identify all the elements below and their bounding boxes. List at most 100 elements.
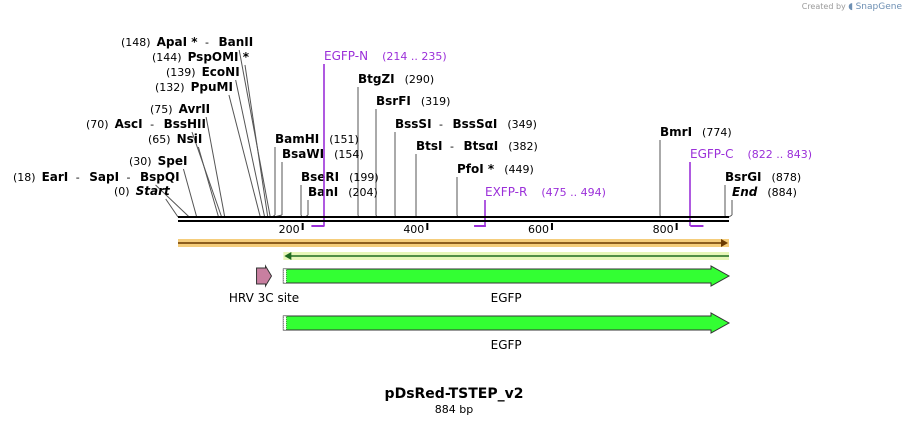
ruler-tick-label: 600 <box>528 223 549 236</box>
enzyme-leader-line <box>165 198 179 218</box>
enzyme-leader-line <box>205 116 226 218</box>
enzyme-position: (18) <box>13 171 36 184</box>
enzyme-label: (0)Start <box>114 184 171 198</box>
enzyme-label: (75)AvrII <box>150 102 210 116</box>
enzyme-name: BsaWI <box>282 147 324 161</box>
enzyme-site: BsrFI (319) <box>376 94 450 108</box>
orf-tracks <box>178 239 729 260</box>
enzyme-position: (154) <box>334 148 364 161</box>
feature: EGFP <box>282 312 731 352</box>
plasmid-length: 884 bp <box>434 403 474 416</box>
enzyme-separator: - <box>72 171 83 184</box>
enzyme-position: (151) <box>329 133 359 146</box>
enzyme-site: BamHI(151) <box>275 132 359 146</box>
credit-brand: SnapGene <box>855 2 902 12</box>
primer-name: EGFP-C <box>690 147 733 161</box>
enzyme-separator: - <box>202 36 213 49</box>
enzyme-leader-lines <box>155 49 733 218</box>
enzyme-separator: - <box>123 171 134 184</box>
enzyme-label: BamHI(151) <box>275 132 359 146</box>
enzyme-name: NsiI <box>177 132 203 146</box>
feature-partial-marker <box>283 315 287 331</box>
enzyme-name: AscI <box>115 117 143 131</box>
enzyme-leader-line <box>238 49 271 218</box>
enzyme-site: BseRI(199) <box>301 170 379 184</box>
enzyme-name: PpuMI <box>191 80 233 94</box>
enzyme-name: EcoNI <box>202 65 240 79</box>
enzyme-label: (18) EarI - SapI - BspQI <box>13 170 180 184</box>
feature: HRV 3C site <box>229 264 299 305</box>
enzyme-name: EarI <box>42 170 69 184</box>
enzyme-label: (30)SpeI <box>129 154 187 168</box>
enzyme-leader-line <box>235 79 266 218</box>
enzyme-site: End(884) <box>732 185 797 199</box>
map-title-block: pDsRed-TSTEP_v2 884 bp <box>0 386 908 416</box>
enzyme-position: (290) <box>405 73 435 86</box>
enzyme-name: BssHII <box>164 117 206 131</box>
enzyme-position: (884) <box>767 186 797 199</box>
enzyme-leader-line <box>728 214 733 218</box>
enzyme-name: BtsαI <box>463 139 498 153</box>
enzyme-name: SapI <box>89 170 119 184</box>
enzyme-position: (75) <box>150 103 173 116</box>
enzyme-name: BanII <box>218 35 253 49</box>
enzyme-leader-line <box>155 184 190 218</box>
enzyme-site: (75)AvrII <box>150 102 210 116</box>
enzyme-label: (65) NsiI <box>148 132 202 146</box>
enzyme-position: (139) <box>166 66 196 79</box>
enzyme-site: (18) EarI - SapI - BspQI <box>13 170 180 184</box>
enzyme-site: (65) NsiI <box>148 132 202 146</box>
enzyme-name: BssSαI <box>453 117 498 131</box>
enzyme-label: BsrGI(878) <box>725 170 801 184</box>
primer-name: EGFP-N <box>324 49 368 63</box>
enzyme-label: PfoI *(449) <box>457 162 534 176</box>
enzyme-site: (0)Start <box>114 184 171 198</box>
enzyme-leader-line <box>228 94 261 218</box>
enzyme-position: (319) <box>421 95 451 108</box>
enzyme-position: (204) <box>348 186 378 199</box>
enzyme-name: BspQI <box>140 170 180 184</box>
enzyme-label: BtsI - BtsαI(382) <box>416 139 538 153</box>
feature-label: HRV 3C site <box>229 291 299 305</box>
feature: EGFP <box>282 265 731 305</box>
primer-annotation: EGFP-N(214 .. 235) <box>311 49 447 227</box>
enzyme-name: BmrI <box>660 125 692 139</box>
enzyme-position: (349) <box>507 118 537 131</box>
enzyme-site: BssSI - BssSαI(349) <box>395 117 537 131</box>
snapgene-credit: Created by ◖ SnapGene <box>802 2 902 12</box>
primer-annotations: EGFP-N(214 .. 235)EXFP-R(475 .. 494)EGFP… <box>311 49 812 227</box>
enzyme-name: Start <box>136 184 171 198</box>
ruler-tick-label: 200 <box>279 223 300 236</box>
enzyme-position: (148) <box>121 36 151 49</box>
enzyme-position: (65) <box>148 133 171 146</box>
enzyme-position: (132) <box>155 81 185 94</box>
enzyme-name: BtsI <box>416 139 443 153</box>
enzyme-name: PfoI * <box>457 162 495 176</box>
enzyme-name: BanI <box>308 185 338 199</box>
enzyme-name: BtgZI <box>358 72 395 86</box>
feature-partial-marker <box>283 268 287 284</box>
enzyme-site: BtsI - BtsαI(382) <box>416 139 538 153</box>
primer-label: EGFP-C (822 .. 843) <box>690 147 812 161</box>
enzyme-leader-line <box>191 131 223 218</box>
enzyme-label: BanI (204) <box>308 185 378 199</box>
enzyme-position: (878) <box>772 171 802 184</box>
enzyme-position: (30) <box>129 155 152 168</box>
primer-label: EGFP-N(214 .. 235) <box>324 49 447 63</box>
enzyme-name: BsrFI <box>376 94 411 108</box>
enzyme-position: (70) <box>86 118 109 131</box>
enzyme-leader-line <box>197 146 219 218</box>
enzyme-separator: - <box>436 118 447 131</box>
enzyme-label: BtgZI (290) <box>358 72 434 86</box>
primer-annotation: EGFP-C (822 .. 843) <box>689 147 812 227</box>
enzyme-separator: - <box>147 118 158 131</box>
enzyme-name: BseRI <box>301 170 339 184</box>
credit-prefix: Created by <box>801 2 846 11</box>
enzyme-site: (30)SpeI <box>129 154 187 168</box>
enzyme-label: BssSI - BssSαI(349) <box>395 117 537 131</box>
primer-range: (822 .. 843) <box>747 148 812 161</box>
enzyme-label: BsaWI (154) <box>282 147 364 161</box>
